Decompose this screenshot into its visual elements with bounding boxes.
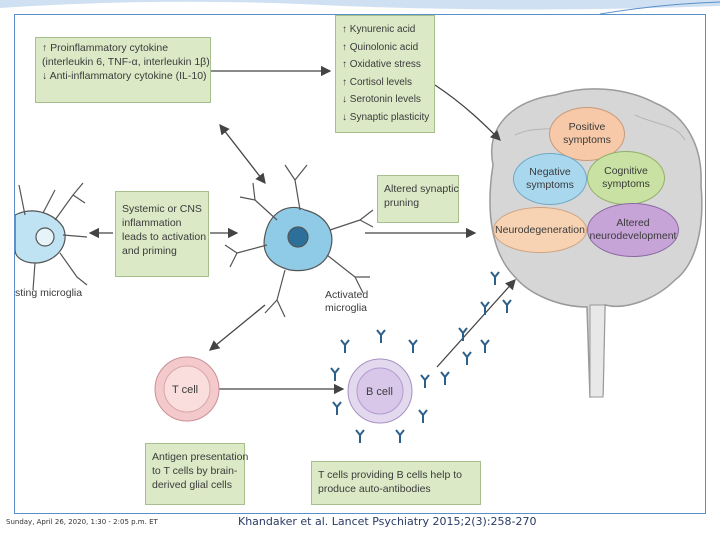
brain-effect-line: ↑ Cortisol levels <box>342 76 413 88</box>
neurodevelopment-line: Altered <box>616 217 650 229</box>
systemic-inflammation-box: Systemic or CNS inflammation leads to ac… <box>115 191 209 277</box>
systemic-line: Systemic or CNS <box>122 203 202 215</box>
t-cell <box>154 356 220 422</box>
negative-line: symptoms <box>526 179 574 191</box>
neurodegeneration-region: Neurodegeneration <box>493 207 587 253</box>
b-cell <box>347 358 413 424</box>
tcell-help-line: produce auto-antibodies <box>318 483 431 495</box>
cytokine-box: ↑ Proinflammatory cytokine (interleukin … <box>35 37 211 103</box>
systemic-line: and priming <box>122 245 177 257</box>
brain-effect-line: ↑ Oxidative stress <box>342 59 421 70</box>
antigen-line: Antigen presentation <box>152 451 249 463</box>
negative-line: Negative <box>529 166 571 178</box>
brain-effect-line: ↑ Quinolonic acid <box>342 41 419 53</box>
cytokine-line: ↓ Anti-inflammatory cytokine (IL-10) <box>42 70 207 82</box>
tcell-help-line: T cells providing B cells help to <box>318 469 462 481</box>
systemic-line: leads to activation <box>122 231 207 243</box>
t-cell-help-box: T cells providing B cells help to produc… <box>311 461 481 505</box>
t-cell-label: T cell <box>172 384 199 396</box>
positive-line: symptoms <box>563 134 611 146</box>
synaptic-pruning-box: Altered synaptic pruning <box>377 175 459 223</box>
brain-effect-line: ↑ Kynurenic acid <box>342 24 416 35</box>
negative-symptoms-region: Negative symptoms <box>513 153 587 205</box>
brain-effects-box: ↑ Kynurenic acid ↑ Quinolonic acid ↑ Oxi… <box>335 15 435 133</box>
antigen-line: derived glial cells <box>152 479 232 491</box>
activated-microglia-cell <box>224 164 374 318</box>
activated-line: microglia <box>325 302 368 314</box>
b-cell-label: B cell <box>366 386 393 398</box>
antigen-line: to T cells by brain- <box>152 465 238 477</box>
cytokine-line: ↑ Proinflammatory cytokine <box>42 42 169 54</box>
brain-effect-line: ↓ Serotonin levels <box>342 94 421 105</box>
footer-date: Sunday, April 26, 2020, 1:30 - 2:05 p.m.… <box>6 518 158 526</box>
neurodevelopment-region: Altered neurodevelopment <box>587 203 679 257</box>
positive-line: Positive <box>568 121 606 133</box>
cytokine-line: (interleukin 6, TNF-α, interleukin 1β) <box>42 56 210 68</box>
slide-top-decoration <box>0 0 720 14</box>
cognitive-symptoms-region: Cognitive symptoms <box>587 151 665 205</box>
cognitive-line: Cognitive <box>604 165 648 177</box>
systemic-line: inflammation <box>122 217 182 229</box>
cognitive-line: symptoms <box>602 178 650 190</box>
diagram-frame: ↑ Proinflammatory cytokine (interleukin … <box>14 14 706 514</box>
pruning-line: Altered synaptic <box>384 183 459 195</box>
neurodegeneration-line: Neurodegeneration <box>495 223 585 236</box>
pruning-line: pruning <box>384 197 420 209</box>
activated-microglia-label: Activated microglia <box>325 289 368 315</box>
resting-microglia-cell <box>15 182 88 291</box>
antibodies <box>330 271 512 443</box>
footer-citation: Khandaker et al. Lancet Psychiatry 2015;… <box>238 515 537 528</box>
brain-effect-line: ↓ Synaptic plasticity <box>342 111 430 123</box>
activated-line: Activated <box>325 289 369 301</box>
resting-microglia-label: sting microglia <box>15 287 83 299</box>
antigen-presentation-box: Antigen presentation to T cells by brain… <box>145 443 249 505</box>
neurodevelopment-line: neurodevelopment <box>589 230 677 242</box>
